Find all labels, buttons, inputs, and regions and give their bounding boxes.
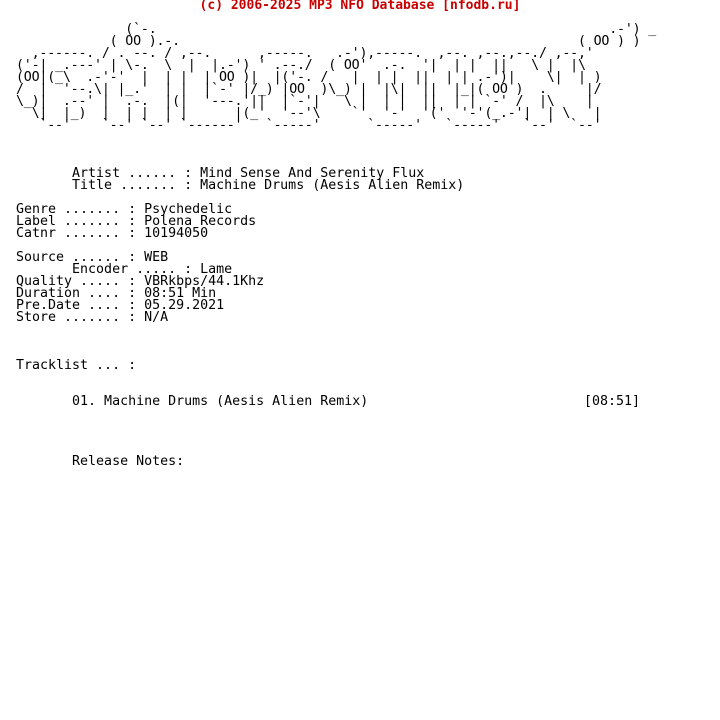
track-entry: 01. Machine Drums (Aesis Alien Remix) [16,394,369,409]
title-line: Title ....... : Machine Drums (Aesis Ali… [16,178,465,193]
duration-line: Duration .... : 08:51 Min [16,286,217,301]
source-line: Source ...... : WEB [16,250,169,265]
quality-line: Quality ..... : VBRkbps/44.1Khz [16,274,265,289]
release-notes-heading: Release Notes: [16,454,185,469]
tracklist-heading: Tracklist ... : [16,358,137,373]
ascii-logo: (`-. .-') _ ( OO ).-. ( OO ) ) ,------. … [16,22,657,133]
genre-line: Genre ....... : Psychedelic [16,202,233,217]
page-header: (c) 2006-2025 MP3 NFO Database [nfodb.ru… [199,0,521,13]
track-length: [08:51] [584,394,641,409]
store-line: Store ....... : N/A [16,310,169,325]
label-line: Label ....... : Polena Records [16,214,257,229]
catnr-line: Catnr ....... : 10194050 [16,226,209,241]
predate-line: Pre.Date .... : 05.29.2021 [16,298,225,313]
artist-line: Artist ...... : Mind Sense And Serenity … [16,166,425,181]
encoder-line: Encoder ..... : Lame [16,262,233,277]
